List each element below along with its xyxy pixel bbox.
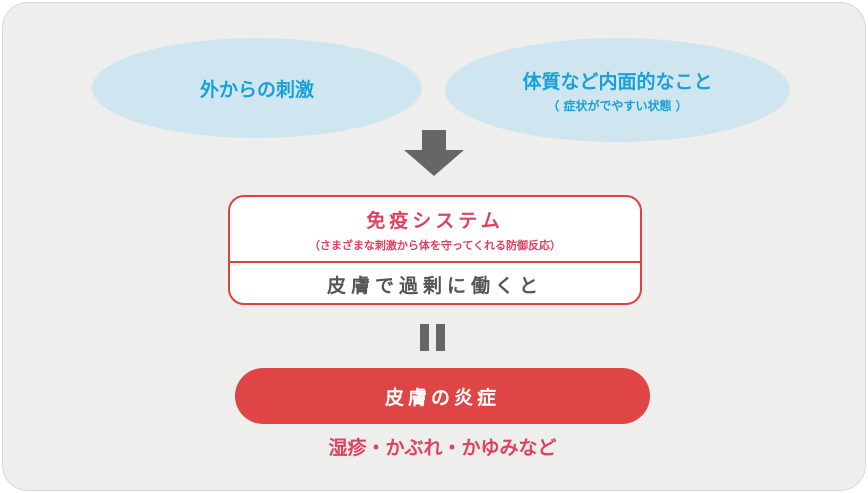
internal-factor-sub: （ 症状がでやすい状態 ） — [547, 98, 688, 113]
immune-system-box: 免疫システム （さまざまな刺激から体を守ってくれる防御反応） 皮膚で過剰に働くと — [228, 195, 642, 305]
immune-action-text: 皮膚で過剰に働くと — [326, 274, 543, 297]
internal-factor-ellipse: 体質など内面的なこと （ 症状がでやすい状態 ） — [445, 38, 790, 142]
down-arrow-icon — [404, 130, 464, 176]
inflammation-examples: 湿疹・かぶれ・かゆみなど — [328, 437, 557, 459]
skin-inflammation-pill: 皮膚の炎症 — [235, 368, 650, 424]
internal-factor-label: 体質など内面的なこと — [522, 70, 713, 93]
skin-inflammation-label: 皮膚の炎症 — [384, 386, 500, 409]
immune-system-title: 免疫システム — [366, 209, 504, 232]
external-stimulus-ellipse: 外からの刺激 — [92, 38, 422, 138]
equals-bar-right — [436, 324, 445, 351]
external-stimulus-label: 外からの刺激 — [199, 78, 314, 101]
immune-system-sub: （さまざまな刺激から体を守ってくれる防御反応） — [308, 238, 562, 252]
equals-bar-left — [420, 324, 429, 351]
